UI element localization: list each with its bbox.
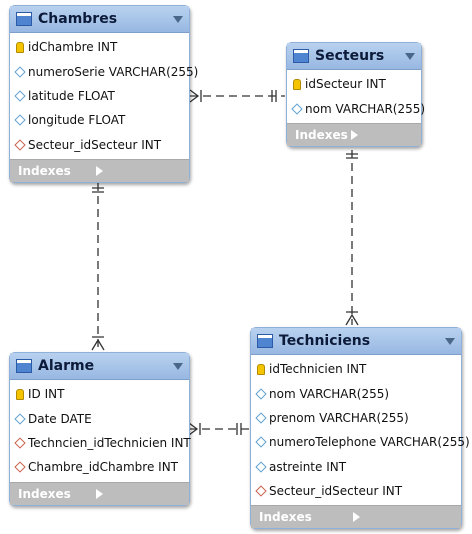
- table-icon: [16, 12, 32, 26]
- column-row[interactable]: Chambre_idChambre INT: [10, 455, 189, 479]
- column-label: numeroTelephone VARCHAR(255): [269, 435, 470, 450]
- one-mark-secteurs-2: [346, 153, 358, 159]
- collapse-arrow-icon[interactable]: [173, 15, 183, 23]
- column-label: idSecteur INT: [305, 77, 386, 92]
- table-name: Chambres: [38, 11, 118, 27]
- column-row[interactable]: Date DATE: [10, 406, 189, 430]
- table-header[interactable]: Secteurs: [287, 43, 421, 70]
- primary-key-icon: [14, 41, 26, 53]
- column-row[interactable]: prenom VARCHAR(255): [251, 406, 461, 430]
- column-row[interactable]: latitude FLOAT: [10, 84, 189, 108]
- column-row[interactable]: Secteur_idSecteur INT: [10, 133, 189, 157]
- table-chambres[interactable]: Chambres idChambre INT numeroSerie VARCH…: [9, 5, 198, 183]
- column-row[interactable]: ID INT: [10, 382, 189, 406]
- one-mark-secteurs: [271, 90, 277, 102]
- foreign-key-diamond-icon: [14, 437, 26, 449]
- column-label: Secteur_idSecteur INT: [269, 484, 403, 499]
- indexes-bar[interactable]: Indexes: [251, 505, 461, 529]
- column-label: nom VARCHAR(255): [305, 101, 426, 116]
- column-label: ID INT: [28, 387, 65, 402]
- column-diamond-icon: [14, 90, 26, 102]
- indexes-label: Indexes: [295, 127, 348, 142]
- foreign-key-diamond-icon: [14, 139, 26, 151]
- column-row[interactable]: astreinte INT: [251, 455, 461, 479]
- column-row[interactable]: longitude FLOAT: [10, 108, 189, 132]
- indexes-label: Indexes: [18, 486, 71, 501]
- table-name: Secteurs: [315, 48, 385, 64]
- column-row[interactable]: idChambre INT: [10, 35, 189, 59]
- table-alarme[interactable]: Alarme ID INT Date DATE Techncien_idTech…: [9, 352, 191, 506]
- column-label: longitude FLOAT: [28, 113, 126, 128]
- column-row[interactable]: numeroSerie VARCHAR(255): [10, 59, 198, 83]
- column-diamond-icon: [14, 412, 26, 425]
- column-diamond-icon: [14, 114, 26, 127]
- primary-key-icon: [14, 388, 26, 400]
- column-label: Secteur_idSecteur INT: [28, 137, 162, 152]
- table-secteurs[interactable]: Secteurs idSecteur INT nom VARCHAR(255) …: [286, 42, 425, 147]
- one-mark-techniciens: [236, 423, 242, 435]
- column-label: Techncien_idTechnicien INT: [28, 435, 191, 450]
- column-label: idChambre INT: [28, 40, 118, 55]
- column-diamond-icon: [291, 102, 303, 115]
- table-name: Alarme: [38, 358, 95, 374]
- column-row[interactable]: nom VARCHAR(255): [287, 96, 425, 120]
- expand-arrow-icon[interactable]: [350, 129, 414, 140]
- collapse-arrow-icon[interactable]: [445, 337, 455, 345]
- foreign-key-diamond-icon: [14, 461, 26, 474]
- column-label: astreinte INT: [269, 459, 347, 474]
- expand-arrow-icon[interactable]: [96, 165, 181, 176]
- crowfoot-chambres: [189, 89, 202, 103]
- column-label: Chambre_idChambre INT: [28, 460, 179, 475]
- table-icon: [293, 49, 309, 63]
- crowfoot-alarme: [91, 336, 105, 351]
- column-row[interactable]: Techncien_idTechnicien INT: [10, 431, 191, 455]
- crowfoot-techniciens: [345, 311, 359, 326]
- column-diamond-icon: [255, 436, 267, 449]
- foreign-key-diamond-icon: [255, 485, 267, 497]
- table-header[interactable]: Techniciens: [251, 328, 461, 355]
- column-label: numeroSerie VARCHAR(255): [28, 64, 199, 79]
- crowfoot-alarme-2: [188, 422, 201, 436]
- column-label: Date DATE: [28, 411, 92, 426]
- indexes-label: Indexes: [18, 163, 71, 178]
- column-label: idTechnicien INT: [269, 362, 367, 377]
- expand-arrow-icon[interactable]: [96, 488, 181, 499]
- table-header[interactable]: Alarme: [10, 353, 189, 380]
- primary-key-icon: [291, 78, 303, 90]
- indexes-bar[interactable]: Indexes: [10, 158, 189, 182]
- column-diamond-icon: [255, 461, 267, 473]
- table-header[interactable]: Chambres: [10, 6, 189, 33]
- column-row[interactable]: idTechnicien INT: [251, 357, 461, 381]
- column-row[interactable]: nom VARCHAR(255): [251, 381, 461, 405]
- column-diamond-icon: [255, 412, 267, 424]
- indexes-label: Indexes: [259, 510, 312, 525]
- column-row[interactable]: idSecteur INT: [287, 72, 421, 96]
- table-icon: [16, 359, 32, 373]
- column-diamond-icon: [14, 65, 26, 78]
- column-label: nom VARCHAR(255): [269, 386, 390, 401]
- expand-arrow-icon[interactable]: [352, 512, 454, 523]
- indexes-bar[interactable]: Indexes: [287, 122, 421, 146]
- collapse-arrow-icon[interactable]: [173, 362, 183, 370]
- indexes-bar[interactable]: Indexes: [10, 481, 189, 505]
- table-icon: [257, 334, 273, 348]
- column-label: latitude FLOAT: [28, 88, 115, 103]
- one-mark-chambres: [92, 187, 104, 193]
- collapse-arrow-icon[interactable]: [405, 52, 415, 60]
- column-diamond-icon: [255, 387, 267, 400]
- primary-key-icon: [255, 363, 267, 375]
- table-techniciens[interactable]: Techniciens idTechnicien INT nom VARCHAR…: [250, 327, 470, 530]
- table-name: Techniciens: [279, 333, 371, 349]
- column-row[interactable]: numeroTelephone VARCHAR(255): [251, 430, 470, 454]
- column-label: prenom VARCHAR(255): [269, 410, 409, 425]
- column-row[interactable]: Secteur_idSecteur INT: [251, 479, 461, 503]
